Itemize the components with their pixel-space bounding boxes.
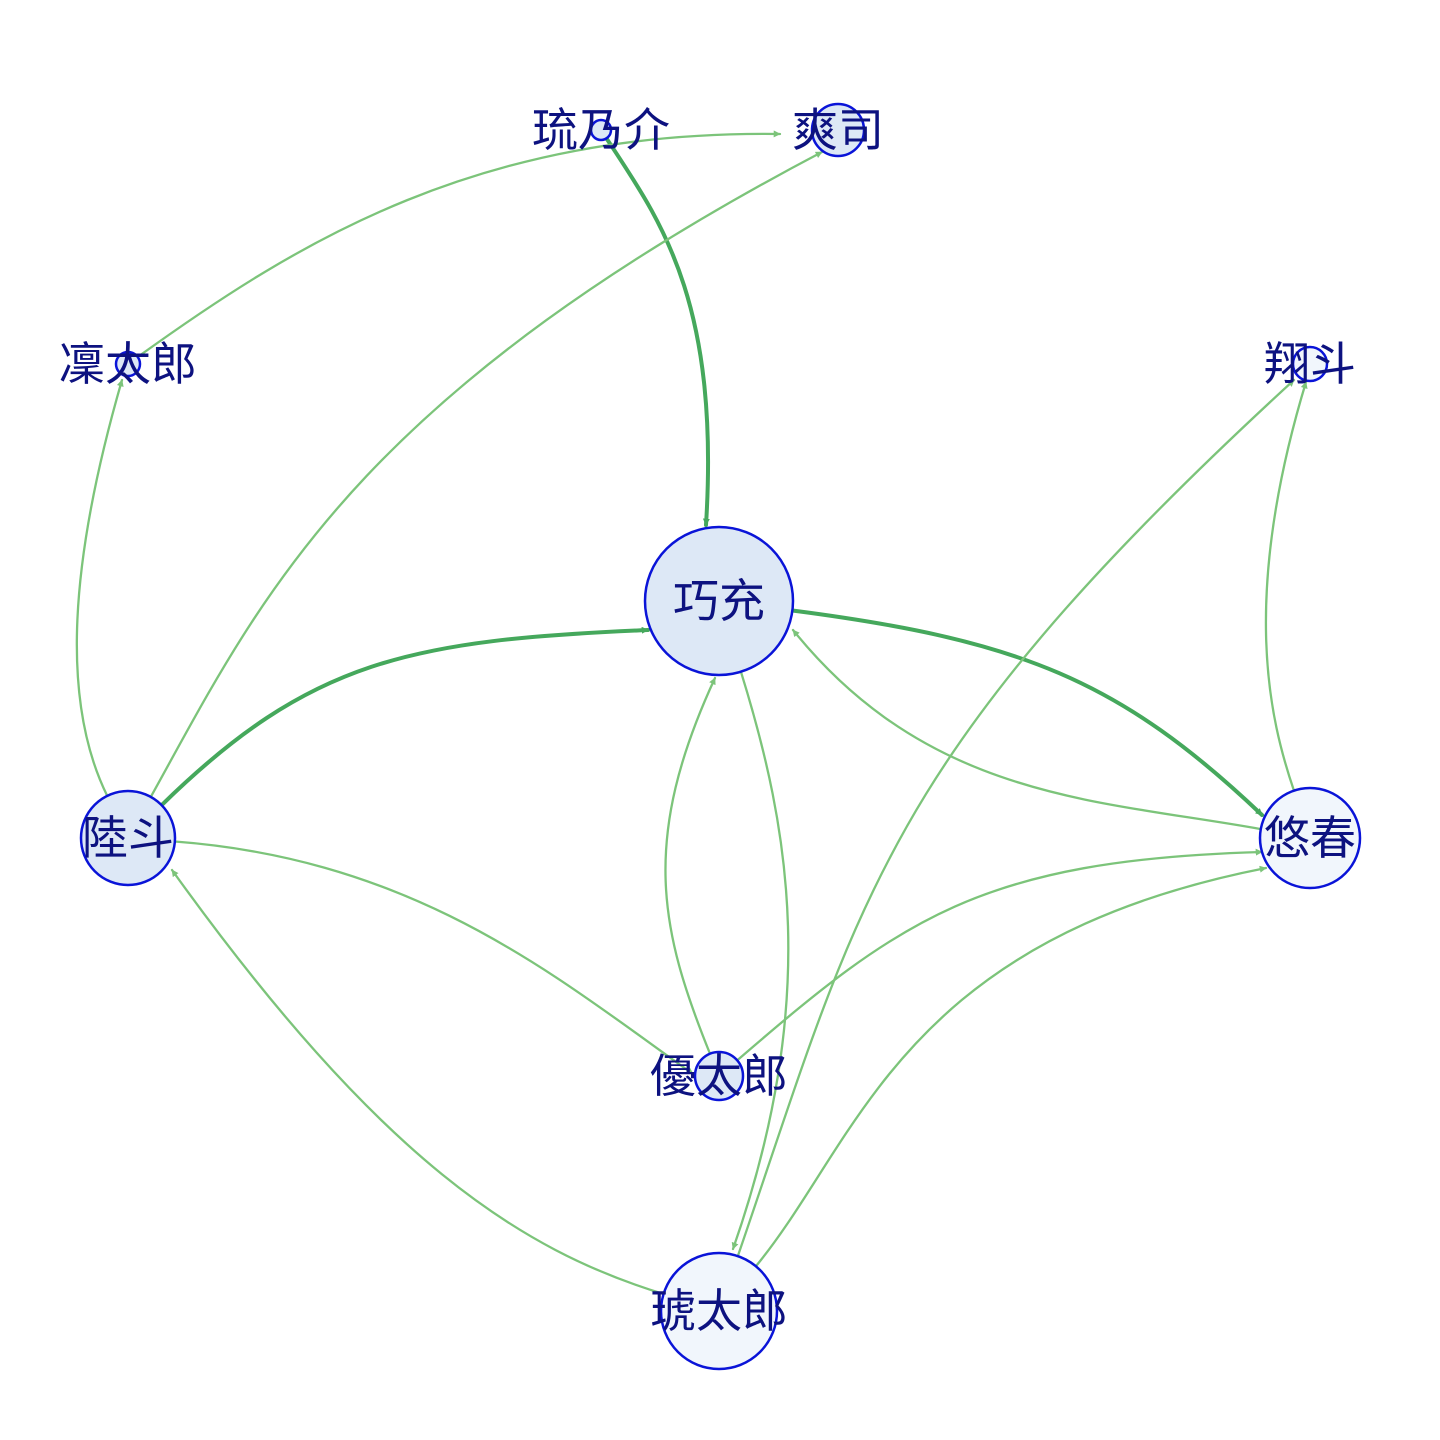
edge-6 — [75, 378, 124, 797]
edge-5 — [731, 670, 790, 1251]
edge-7 — [149, 150, 824, 799]
node-kotaro: 琥太郎 — [650, 1251, 788, 1371]
edges-layer — [75, 130, 1308, 1296]
node-soji: 爽司 — [792, 102, 884, 158]
node-label: 爽司 — [792, 103, 884, 157]
node-circle — [589, 118, 613, 142]
node-circle — [1258, 786, 1362, 890]
node-circle — [643, 525, 795, 677]
edge-14 — [736, 378, 1296, 1258]
edge-4 — [664, 676, 717, 1055]
node-label: 翔斗 — [1264, 337, 1356, 391]
node-label: 琉乃介 — [532, 103, 670, 157]
edge-0 — [604, 136, 711, 527]
node-circle — [659, 1251, 779, 1371]
node-circle — [810, 102, 866, 158]
node-rintaro: 凜太郎 — [59, 337, 197, 391]
node-label: 巧充 — [673, 574, 765, 628]
node-takumi: 巧充 — [643, 525, 795, 677]
edge-8 — [173, 840, 695, 1076]
node-rikuto: 陸斗 — [79, 789, 177, 887]
edge-11 — [1264, 380, 1308, 792]
node-circle — [79, 789, 177, 887]
node-circle — [693, 1050, 745, 1102]
node-label: 陸斗 — [82, 811, 174, 865]
edge-10 — [136, 130, 782, 359]
node-circle — [1291, 345, 1329, 383]
node-yutaro: 優太郎 — [650, 1049, 788, 1103]
node-label: 琥太郎 — [650, 1284, 788, 1338]
node-label: 悠春 — [1264, 811, 1356, 865]
edge-9 — [170, 868, 665, 1296]
edge-12 — [736, 848, 1264, 1062]
node-label: 凜太郎 — [59, 337, 197, 391]
edge-1 — [159, 626, 650, 808]
node-runosuke: 琉乃介 — [532, 103, 670, 157]
node-label: 優太郎 — [650, 1049, 788, 1103]
edge-3 — [791, 628, 1262, 831]
edge-2 — [790, 608, 1264, 817]
edge-13 — [754, 865, 1268, 1268]
node-haru: 悠春 — [1258, 786, 1362, 890]
node-shoto: 翔斗 — [1264, 337, 1356, 391]
node-circle — [114, 350, 142, 378]
